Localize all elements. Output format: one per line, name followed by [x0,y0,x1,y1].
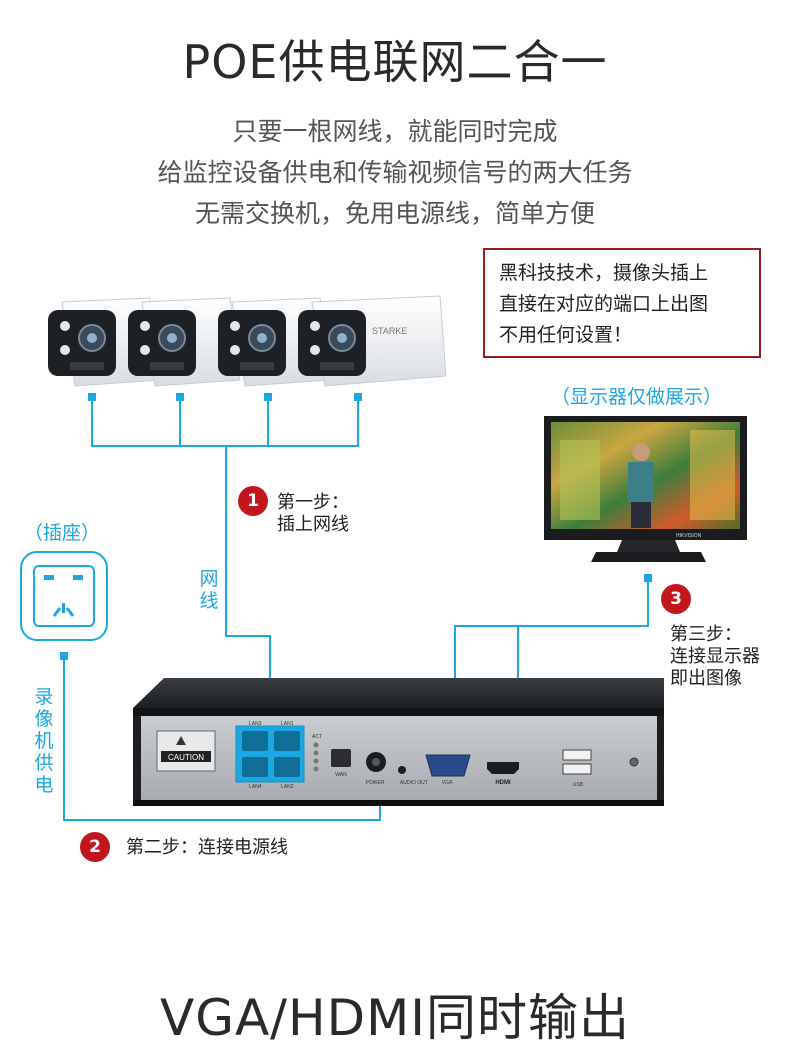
lan3-label: LAN3 [249,721,262,727]
cable-label-char-1: 网 [199,568,219,590]
lan1-port [274,731,300,751]
note-line-2: 直接在对应的端口上出图 [499,293,709,315]
power-label-char-3: 机 [34,730,54,752]
lan2-port [274,757,300,777]
power-socket [20,551,108,641]
lan4-port [242,757,268,777]
caution-label: CAUTION [168,753,204,762]
nvr-recorder: CAUTION LAN3 LAN1 LAN4 LAN2 ACT WAN POWE… [133,678,664,806]
step-1-line-1: 第一步： [277,492,349,513]
step-3-line-3: 即出图像 [670,668,742,689]
power-label-char-4: 供 [34,752,54,774]
vga-label: VGA [442,780,453,786]
step-3-line-2: 连接显示器 [670,646,760,667]
hdmi-label: HDMI [495,780,511,786]
socket-label: （插座） [24,522,101,544]
camera-2 [128,297,241,387]
cable-label: 网 线 [198,568,220,612]
lan3-port [242,731,268,751]
wan-label: WAN [335,772,347,778]
step-2-text: 第二步：连接电源线 [126,837,288,858]
power-supply-label: 录 像 机 供 电 [33,686,55,796]
cable-label-char-2: 线 [199,590,219,612]
monitor: HIKVISION [544,416,747,562]
monitor-brand-text: HIKVISION [676,533,702,539]
subtitle-line-2: 给监控设备供电和传输视频信号的两大任务 [157,158,633,187]
step-1-badge: 1 [238,486,268,516]
step-3-line-1: 第三步： [670,624,742,645]
camera-brand-text: STARKE [372,326,407,336]
step-1-line-2: 插上网线 [277,514,349,535]
lan4-label: LAN4 [249,784,262,790]
monitor-display-note: （显示器仅做展示） [551,386,723,408]
subtitle-line-3: 无需交换机，免用电源线，简单方便 [194,199,595,228]
subtitle-line-1: 只要一根网线，就能同时完成 [232,117,558,146]
note-line-1: 黑科技技术，摄像头插上 [499,262,709,284]
usb-label: USB [573,782,584,788]
lan2-label: LAN2 [281,784,294,790]
footer-title: VGA/HDMI同时输出 [160,989,630,1047]
note-line-3: 不用任何设置！ [499,324,633,346]
wan-port [331,749,351,767]
camera-group: STARKE [48,295,447,387]
power-label-char-2: 像 [34,708,54,730]
camera-4: STARKE [298,295,447,387]
step-2-badge: 2 [80,832,110,862]
audio-label: AUDIO OUT [400,780,428,786]
step-1-text: 第一步： 插上网线 [277,492,349,536]
lan1-label: LAN1 [281,721,294,727]
power-label-char-1: 录 [34,686,54,708]
page-title: POE供电联网二合一 [182,35,608,89]
step-3-badge: 3 [661,584,691,614]
act-label: ACT [312,734,322,740]
feature-note-box: 黑科技技术，摄像头插上 直接在对应的端口上出图 不用任何设置！ [483,248,761,358]
power-label: POWER [366,780,385,786]
step-3-text: 第三步： 连接显示器 即出图像 [670,624,760,690]
power-label-char-5: 电 [34,774,54,796]
